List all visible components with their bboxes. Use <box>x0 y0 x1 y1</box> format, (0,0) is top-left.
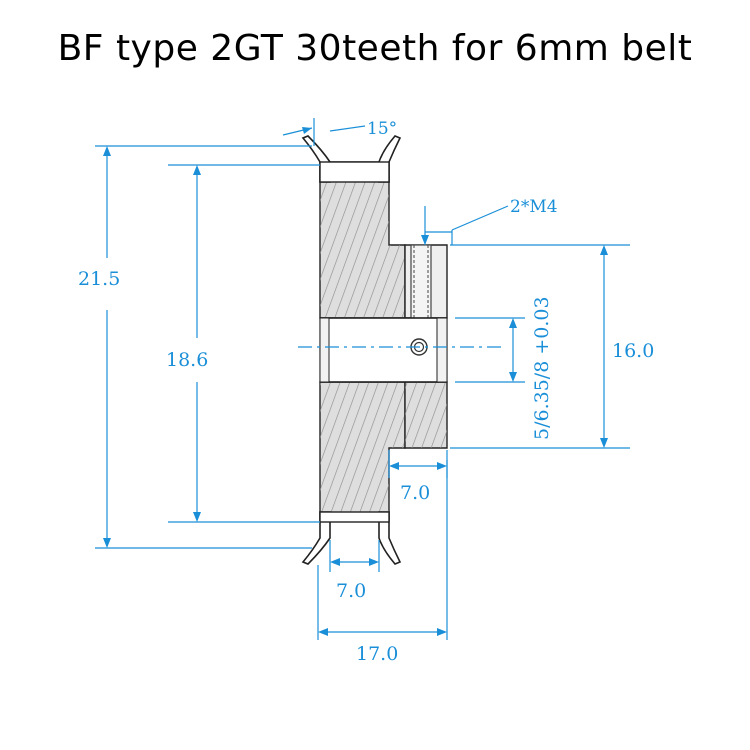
set-screw-hole <box>410 244 432 319</box>
belt-width-label: 7.0 <box>336 580 366 602</box>
set-screw-label: 2*M4 <box>510 197 558 217</box>
outer-diameter-label: 21.5 <box>78 268 120 290</box>
bore-label: 5/6.35/8 +0.03 <box>531 296 553 440</box>
pitch-diameter-label: 18.6 <box>166 349 208 371</box>
tooth-angle-label: 15° <box>367 119 397 139</box>
hub-diameter-label: 16.0 <box>612 340 654 362</box>
total-length-label: 17.0 <box>356 643 398 665</box>
arrowheads <box>103 127 608 636</box>
diagram-title: BF type 2GT 30teeth for 6mm belt <box>57 28 693 69</box>
hub-length-label: 7.0 <box>400 482 430 504</box>
pulley-body <box>319 161 448 521</box>
bore <box>319 317 448 383</box>
